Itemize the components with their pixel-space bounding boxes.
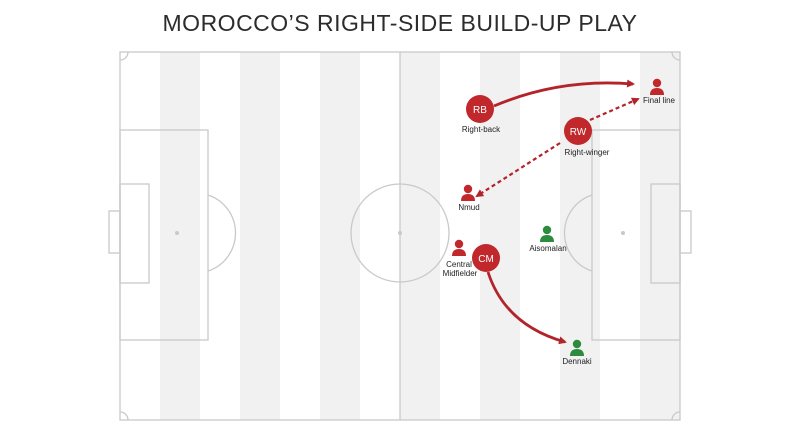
nmud-label: Nmud [458,203,479,212]
cm-badge [472,244,500,272]
cm-badge-text: CM [478,254,494,265]
corner-arc-bl [119,411,129,421]
pitch-stripes [160,52,680,420]
left-goal-area [119,183,150,284]
right-penalty-arc [563,194,593,272]
pitch-lines [108,51,692,421]
arrow-rw-to-nmud [475,142,561,198]
left-penalty-spot [175,231,179,235]
aisomalan-label: Aisomalan [529,244,566,253]
arrow-rw-to-final-line [589,97,640,122]
rb-badge-text: RB [473,105,487,116]
player-rw: RW Right-winger [564,117,610,157]
player-cm: CM [472,244,500,272]
right-goal [679,210,692,254]
corner-arc-tr [671,51,681,61]
dennaki-label: Dennaki [562,357,592,366]
person-icon [461,184,475,201]
right-penalty-spot [621,231,625,235]
rw-label: Right-winger [565,148,610,157]
arrow-cm-to-dennaki [486,271,567,345]
diagram-title: MOROCCO’S RIGHT-SIDE BUILD-UP PLAY [162,10,638,36]
cm-label-line1: Central [446,260,472,269]
rb-label: Right-back [462,125,501,134]
left-goal [108,210,121,254]
corner-arc-tl [119,51,129,61]
center-spot [398,231,402,235]
person-icon [650,78,664,95]
rw-badge-text: RW [570,127,587,138]
left-penalty-arc [207,194,237,272]
rw-badge [564,117,592,145]
player-rb: RB Right-back [462,95,501,134]
final-line-label: Final line [643,96,676,105]
corner-arc-br [671,411,681,421]
person-icon [452,239,466,256]
rb-badge [466,95,494,123]
person-icon [570,339,584,356]
person-icon [540,225,554,242]
center-circle [350,183,450,283]
cm-label-line2: Midfielder [443,269,478,278]
arrow-rb-to-final-line [493,79,635,108]
